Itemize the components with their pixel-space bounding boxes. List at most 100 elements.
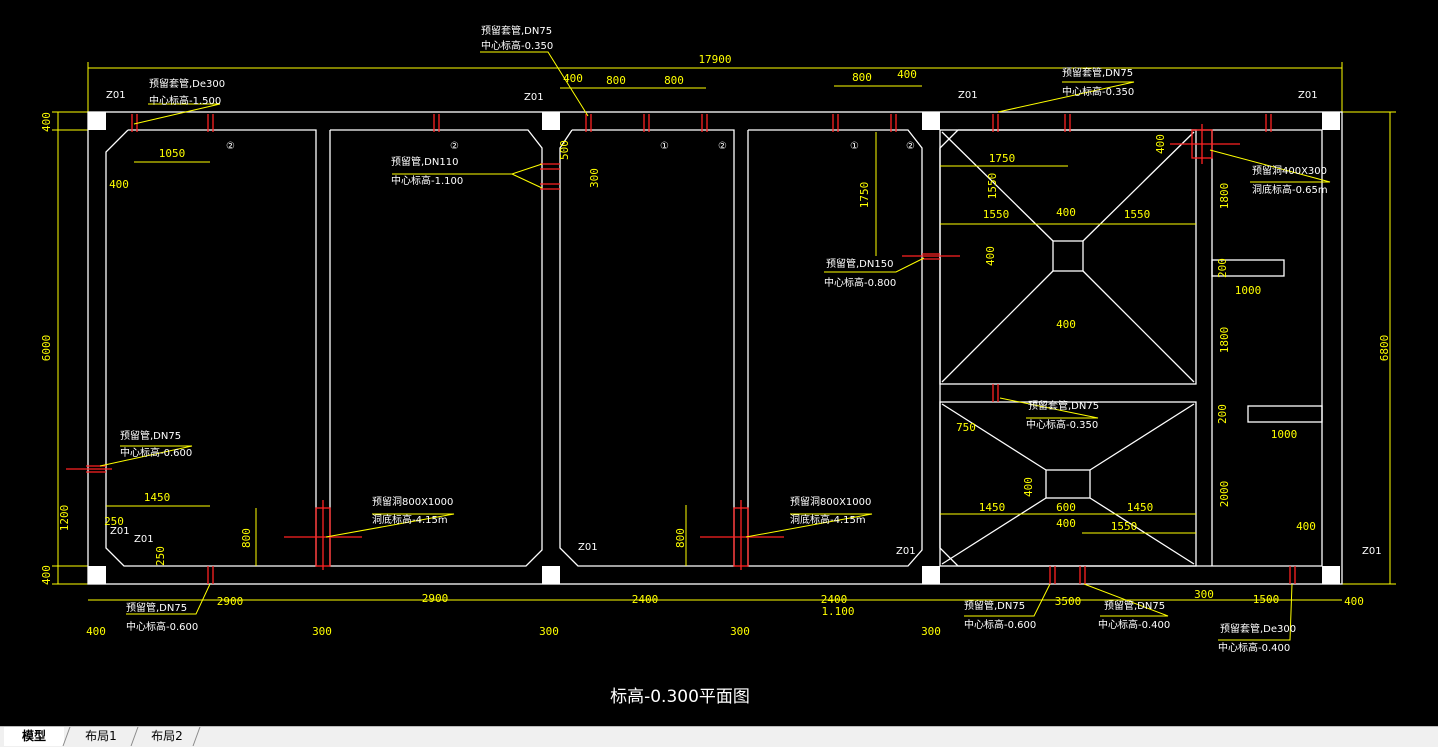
columns — [88, 112, 1340, 584]
annotation-label: 中心标高-0.400 — [1218, 641, 1290, 654]
room4-dim: 1750 — [858, 182, 871, 209]
annotation-label: 中心标高-0.350 — [1026, 418, 1098, 431]
overall-height-label: 6800 — [1378, 335, 1391, 362]
tank-dim: 400 — [1154, 134, 1167, 154]
left-dim-main: 6000 — [40, 335, 53, 362]
top-dim: 800 — [852, 71, 872, 84]
lower-tank-dim: 1450 — [979, 501, 1006, 514]
room3-dim: 800 — [674, 528, 687, 548]
model-space-canvas[interactable]: 17900 6800 400 6000 1200 400 — [0, 0, 1438, 726]
annotation-label: 中心标高-0.800 — [824, 276, 896, 289]
annotation-label: 预留管,DN110 — [391, 155, 458, 168]
marker: ② — [906, 141, 915, 152]
tab-model[interactable]: 模型 — [4, 727, 64, 746]
annotations: 预留套管,DN75 中心标高-0.350 预留套管,De300 中心标高-1.5… — [120, 24, 1328, 654]
bottom-span: 2400 — [821, 593, 848, 606]
lower-tank-dim: 1550 — [1111, 520, 1138, 533]
annotation-label: 中心标高-0.600 — [964, 618, 1036, 631]
marker: ② — [718, 141, 727, 152]
left-dim-top: 400 — [40, 112, 53, 132]
strip-dim: 2000 — [1218, 481, 1231, 508]
column — [542, 112, 560, 130]
tab-layout-1[interactable]: 布局1 — [85, 729, 117, 743]
annotation-label: 洞底标高-0.65m — [1252, 183, 1328, 196]
marker: ② — [226, 141, 235, 152]
strip-dim: 1000 — [1271, 428, 1298, 441]
lower-tank-dim: 600 — [1056, 501, 1076, 514]
top-dimensions: 400 800 800 800 400 — [560, 68, 922, 89]
bottom-dimensions: 2900 2900 2400 2400 3500 300 1500 400 1.… — [86, 588, 1364, 638]
tab-layout-2[interactable]: 布局2 — [151, 729, 183, 743]
column — [542, 566, 560, 584]
marker: ① — [660, 141, 669, 152]
column — [1322, 566, 1340, 584]
tank-dim: 400 — [1056, 318, 1076, 331]
strip-dim: 1800 — [1218, 327, 1231, 354]
annotation-label: 预留管,DN75 — [120, 429, 181, 442]
lower-tank-dim: 1450 — [1127, 501, 1154, 514]
column-tag: Z01 — [106, 90, 126, 101]
annotation-label: 预留洞800X1000 — [372, 495, 453, 508]
column-tag: Z01 — [1362, 546, 1382, 557]
room2-dim: 300 — [588, 168, 601, 188]
bottom-span: 300 — [1194, 588, 1214, 601]
column-tag: Z01 — [896, 546, 916, 557]
tank-dim: 400 — [984, 246, 997, 266]
bottom-span: 2900 — [217, 595, 244, 608]
left-dim-bottom: 400 — [40, 565, 53, 585]
annotation-label: 预留管,DN75 — [1104, 599, 1165, 612]
annotation-label: 预留套管,De300 — [149, 77, 225, 90]
tank-dim: 400 — [1056, 206, 1076, 219]
column-tags: Z01 Z01 Z01 Z01 Z01 Z01 Z01 Z01 Z01 — [106, 90, 1382, 557]
column — [922, 566, 940, 584]
reference-markers: ② ① ② ① ② ② — [226, 141, 915, 152]
lower-tank-dim: 400 — [1056, 517, 1076, 530]
top-dim: 400 — [563, 72, 583, 85]
annotation-label: 预留套管,DN75 — [1028, 399, 1099, 412]
bottom-under: 300 — [539, 625, 559, 638]
overall-width-label: 17900 — [698, 53, 731, 66]
room1-dim: 400 — [109, 178, 129, 191]
bottom-under: 300 — [312, 625, 332, 638]
overall-dimensions: 17900 6800 400 6000 1200 400 — [40, 53, 1396, 585]
annotation-label: 中心标高-0.400 — [1098, 618, 1170, 631]
annotation-label: 中心标高-0.350 — [481, 39, 553, 52]
column — [88, 112, 106, 130]
annotation-label: 中心标高-0.600 — [126, 620, 198, 633]
room1-dim: 800 — [240, 528, 253, 548]
annotation-label: 预留套管,De300 — [1220, 622, 1296, 635]
annotation-label: 预留洞800X1000 — [790, 495, 871, 508]
marker: ① — [850, 141, 859, 152]
walls — [87, 111, 1343, 585]
tank-dim: 1550 — [983, 208, 1010, 221]
annotation-label: 中心标高-0.350 — [1062, 85, 1134, 98]
lower-tank-dim: 750 — [956, 421, 976, 434]
room1-dim: 250 — [154, 546, 167, 566]
column-tag: Z01 — [958, 90, 978, 101]
bottom-under: 300 — [730, 625, 750, 638]
marker: ② — [450, 141, 459, 152]
column — [922, 112, 940, 130]
bottom-span: 3500 — [1055, 595, 1082, 608]
column-tag: Z01 — [1298, 90, 1318, 101]
room2-dim: 500 — [558, 140, 571, 160]
annotation-label: 中心标高-1.100 — [391, 174, 463, 187]
drawing-title: 标高-0.300平面图 — [610, 687, 750, 707]
tank-dim: 1550 — [1124, 208, 1151, 221]
strip-dim: 400 — [1296, 520, 1316, 533]
annotation-label: 预留洞400X300 — [1252, 164, 1327, 177]
column — [1322, 112, 1340, 130]
floor-plan-drawing: 17900 6800 400 6000 1200 400 — [40, 24, 1396, 707]
column-tag: Z01 — [134, 534, 154, 545]
pipe-sleeves — [66, 114, 1296, 584]
leader-lines — [99, 51, 1331, 641]
tank-dim: 1750 — [989, 152, 1016, 165]
annotation-label: 中心标高-0.600 — [120, 446, 192, 459]
bottom-under: 400 — [86, 625, 106, 638]
column-tag: Z01 — [578, 542, 598, 553]
annotation-label: 预留管,DN150 — [826, 257, 893, 270]
room-dimensions: 1050 400 1450 250 250 800 500 300 800 17… — [104, 132, 1316, 566]
bottom-span: 2400 — [632, 593, 659, 606]
annotation-label: 洞底标高-4.15m — [372, 513, 448, 526]
tank-dim: 1550 — [986, 173, 999, 200]
